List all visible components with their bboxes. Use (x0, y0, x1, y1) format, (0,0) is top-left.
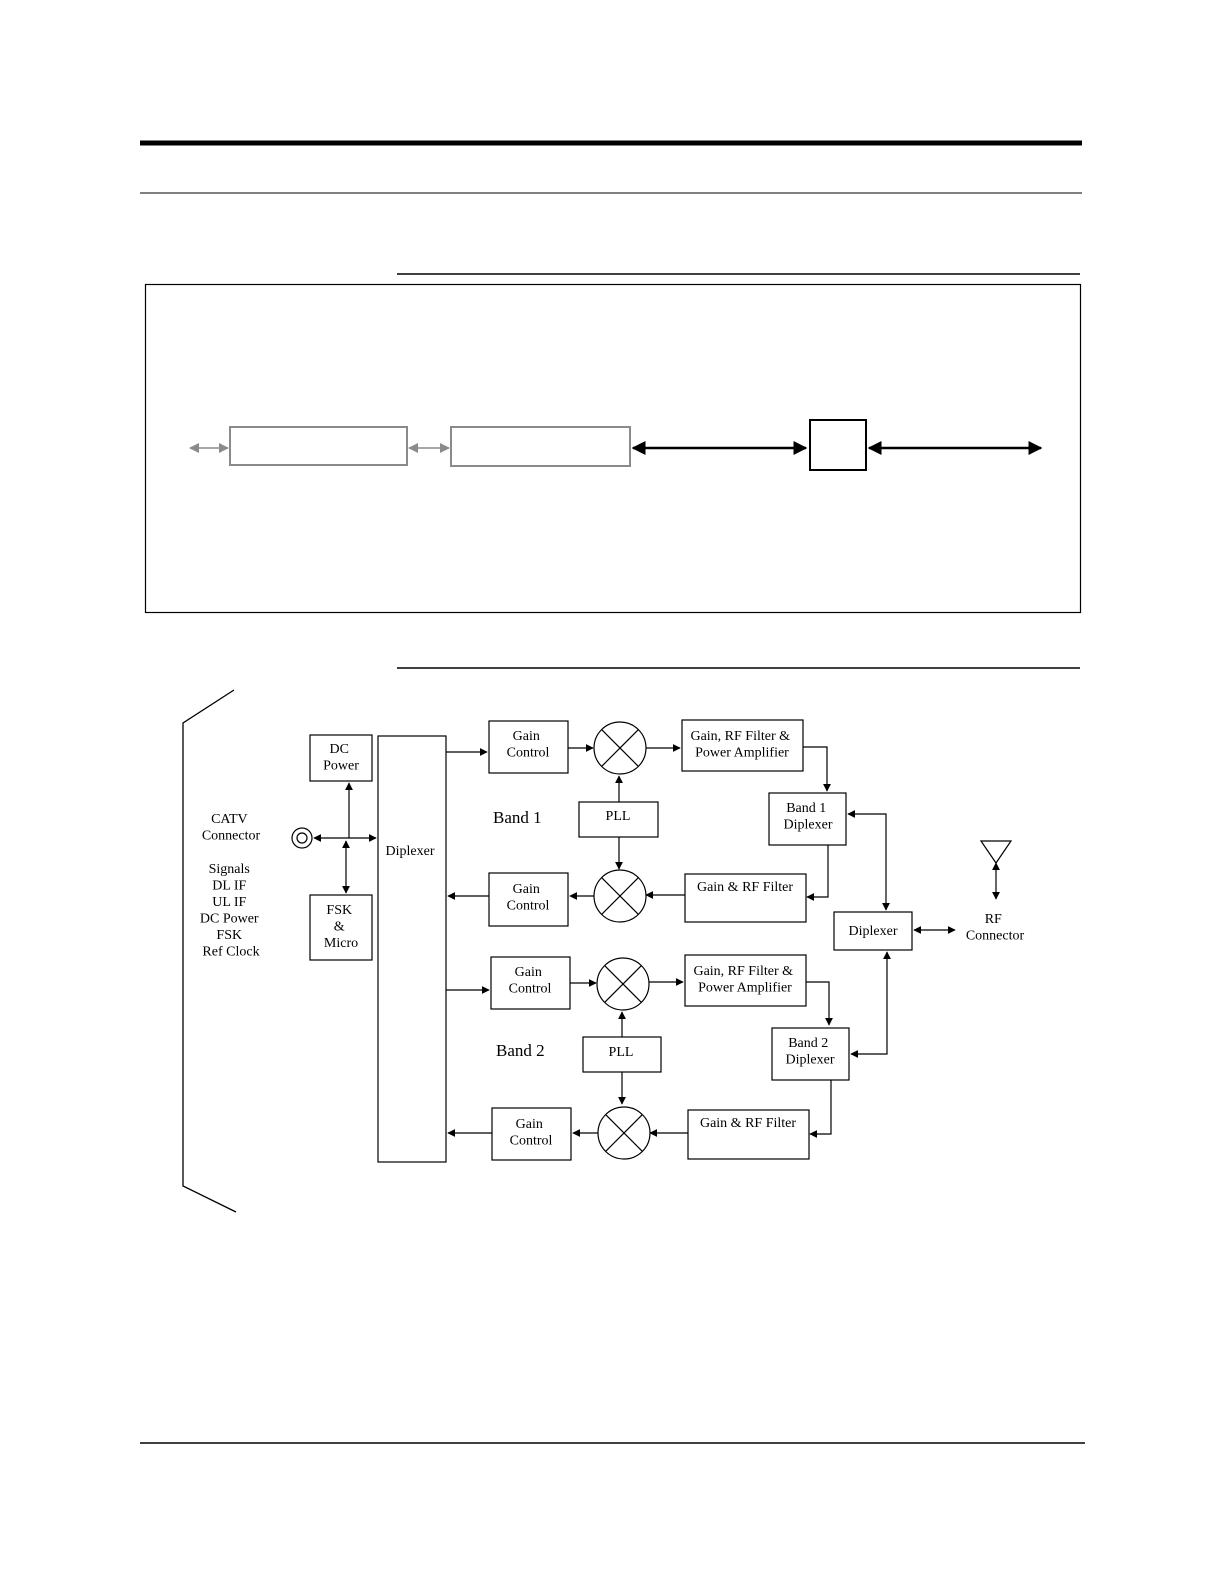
b1-ul-mixer-icon (593, 869, 647, 923)
b1-dl-gain-control-label: Gain Control (507, 729, 550, 761)
b1-band-diplexer-to-rx-arrow (806, 845, 829, 901)
signal-item: FSK (216, 928, 242, 943)
fsk-line: Micro (324, 936, 358, 951)
b2-dl-gain-control-label: Gain Control (509, 965, 552, 997)
rf-line: RF (985, 912, 1002, 927)
signal-item: Signals (209, 862, 250, 877)
stage1-block (229, 426, 408, 466)
dc-power-label: DC Power (323, 742, 359, 774)
rf-line: Connector (966, 929, 1025, 944)
gain-line: Gain (515, 965, 542, 980)
b1-ul-gain-control-block (488, 872, 569, 927)
gain-line: Control (509, 982, 552, 997)
tx-line: Power Amplifier (698, 981, 792, 996)
main-diplexer-label: Diplexer (386, 844, 435, 859)
catv-signals-list: Signals DL IF UL IF DC Power FSK Ref Clo… (200, 862, 262, 960)
b2-ul-gain-control-block (491, 1107, 572, 1161)
gain-line: Control (507, 746, 550, 761)
dc-power-line: DC (330, 742, 349, 757)
b2-band-diplexer-to-rx-arrow (809, 1080, 832, 1138)
gain-line: Control (507, 899, 550, 914)
rf-connector-label: RF Connector (966, 912, 1025, 944)
band1-to-output-diplexer-arrow (847, 810, 890, 911)
b2-rx-chain-block (687, 1109, 810, 1160)
coax-jack-center (296, 832, 308, 844)
b1-pll-label: PLL (606, 809, 631, 824)
signal-item: DL IF (212, 879, 246, 894)
tx-line: Gain, RF Filter & (693, 964, 793, 979)
dc-power-line: Power (323, 759, 359, 774)
b2-rx-chain-label: Gain & RF Filter (700, 1116, 796, 1131)
b1d-line: Band 1 (786, 801, 826, 816)
b1d-line: Diplexer (784, 818, 833, 833)
catv-title-line: Connector (202, 829, 261, 844)
b2-ul-gain-control-label: Gain Control (510, 1117, 553, 1149)
gain-line: Gain (516, 1117, 543, 1132)
b2-tx-to-band-diplexer-arrow (806, 981, 833, 1026)
b1-rx-chain-block (684, 873, 807, 923)
band2-diplexer-block (771, 1027, 850, 1081)
b2-dl-mixer-icon (596, 957, 650, 1011)
b2d-line: Diplexer (786, 1053, 835, 1068)
band1-diplexer-label: Band 1 Diplexer (784, 801, 833, 833)
b1-rx-chain-label: Gain & RF Filter (697, 880, 793, 895)
output-diplexer-label: Diplexer (849, 924, 898, 939)
output-diplexer-block (833, 911, 913, 951)
fsk-line: FSK (326, 903, 352, 918)
fsk-line: & (334, 920, 345, 935)
fsk-micro-block (309, 894, 373, 961)
tx-line: Power Amplifier (695, 746, 789, 761)
gain-line: Gain (513, 882, 540, 897)
b2-tx-chain-block (684, 954, 807, 1007)
signal-item: Ref Clock (202, 945, 259, 960)
b1-ul-gain-control-label: Gain Control (507, 882, 550, 914)
band1-diplexer-block (768, 792, 847, 846)
b2-dl-gain-control-block (490, 956, 571, 1010)
b2d-line: Band 2 (788, 1036, 828, 1051)
b2-pll-label: PLL (609, 1045, 634, 1060)
signal-item: DC Power (200, 912, 259, 927)
stage2-block (450, 426, 631, 467)
antenna-icon (979, 840, 1013, 865)
b1-tx-chain-block (681, 719, 804, 772)
fsk-micro-label: FSK & Micro (324, 903, 358, 951)
b1-tx-to-band-diplexer-arrow (803, 746, 831, 792)
band2-to-output-diplexer-arrow (850, 951, 891, 1058)
gain-line: Gain (513, 729, 540, 744)
b1-tx-chain-label: Gain, RF Filter & Power Amplifier (690, 729, 793, 761)
signal-item: UL IF (212, 895, 246, 910)
coax-jack-icon (291, 827, 313, 849)
b1-dl-mixer-icon (593, 721, 647, 775)
main-diplexer-block (377, 735, 447, 1163)
b1-dl-gain-control-block (488, 720, 569, 774)
node-block (809, 419, 867, 471)
band2-diplexer-label: Band 2 Diplexer (786, 1036, 835, 1068)
dc-power-block (309, 734, 373, 782)
band2-label: Band 2 (496, 1041, 545, 1060)
b2-ul-mixer-icon (597, 1106, 651, 1160)
b2-tx-chain-label: Gain, RF Filter & Power Amplifier (693, 964, 796, 996)
catv-title-line: CATV (211, 812, 247, 827)
tx-line: Gain, RF Filter & (690, 729, 790, 744)
catv-connector-label: CATV Connector (202, 812, 261, 844)
band1-label: Band 1 (493, 808, 542, 827)
signal-path-frame (144, 283, 1082, 614)
catv-connector-outline (182, 689, 237, 1213)
gain-line: Control (510, 1134, 553, 1149)
